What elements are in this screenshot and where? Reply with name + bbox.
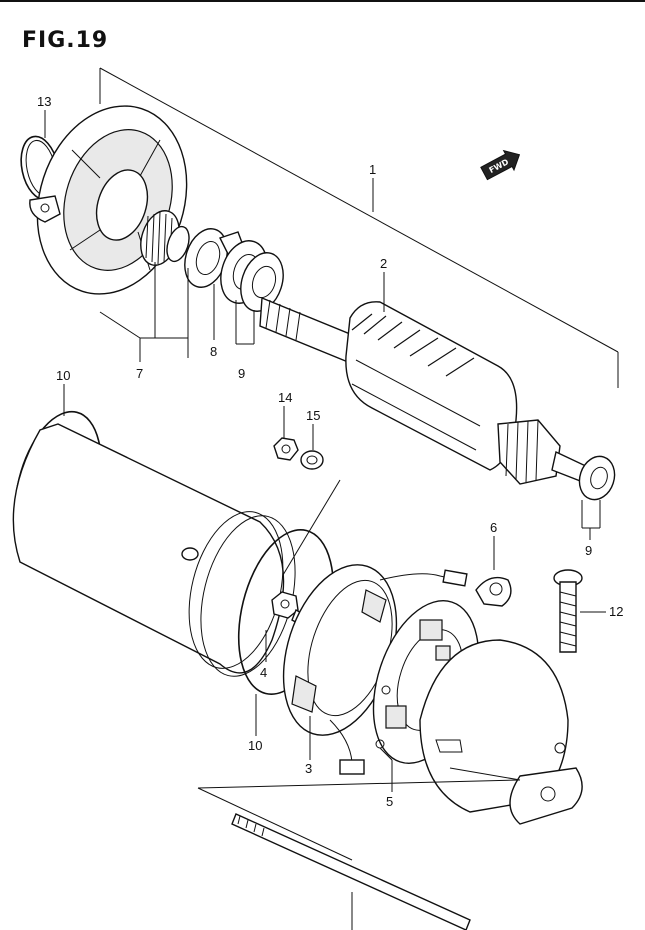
top-rule: [0, 0, 645, 2]
callout-9-rear: 9: [585, 543, 592, 558]
callout-10-top: 10: [56, 368, 70, 383]
part-3-brush-holder: [282, 564, 468, 775]
callout-5: 5: [386, 794, 393, 809]
front-housing: [29, 105, 188, 295]
callout-15: 15: [306, 408, 320, 423]
part-15-washer: [300, 450, 324, 470]
part-12-screw: [553, 569, 583, 653]
callout-10-bottom: 10: [248, 738, 262, 753]
part-6-grommet: [475, 576, 512, 607]
callout-12: 12: [609, 604, 623, 619]
part-14-nut: [273, 437, 299, 461]
through-bolt: [231, 813, 471, 930]
figure-title: FIG.19: [22, 28, 109, 53]
part-7-bearing: [140, 210, 190, 266]
callout-13: 13: [37, 94, 51, 109]
callout-14: 14: [278, 390, 292, 405]
callout-4: 4: [260, 665, 267, 680]
callout-2: 2: [380, 256, 387, 271]
part-9-shim-front: [220, 240, 284, 312]
callout-7: 7: [136, 366, 143, 381]
callout-labels: 13 1 2 7 8 9 10 14 15 9 6 12 4 10 3 5: [37, 94, 623, 809]
callout-3: 3: [305, 761, 312, 776]
fwd-direction-arrow: FWD: [480, 149, 521, 181]
part-2-armature: [259, 296, 591, 485]
callout-9-front: 9: [238, 366, 245, 381]
part-8-washer: [184, 228, 245, 288]
part-9-shim-rear: [578, 455, 616, 501]
callout-6: 6: [490, 520, 497, 535]
callout-8: 8: [210, 344, 217, 359]
leader-lines: [44, 110, 606, 930]
assembly-bracket-1: [99, 67, 619, 388]
rear-end-cover: [419, 639, 583, 825]
callout-1: 1: [369, 162, 376, 177]
